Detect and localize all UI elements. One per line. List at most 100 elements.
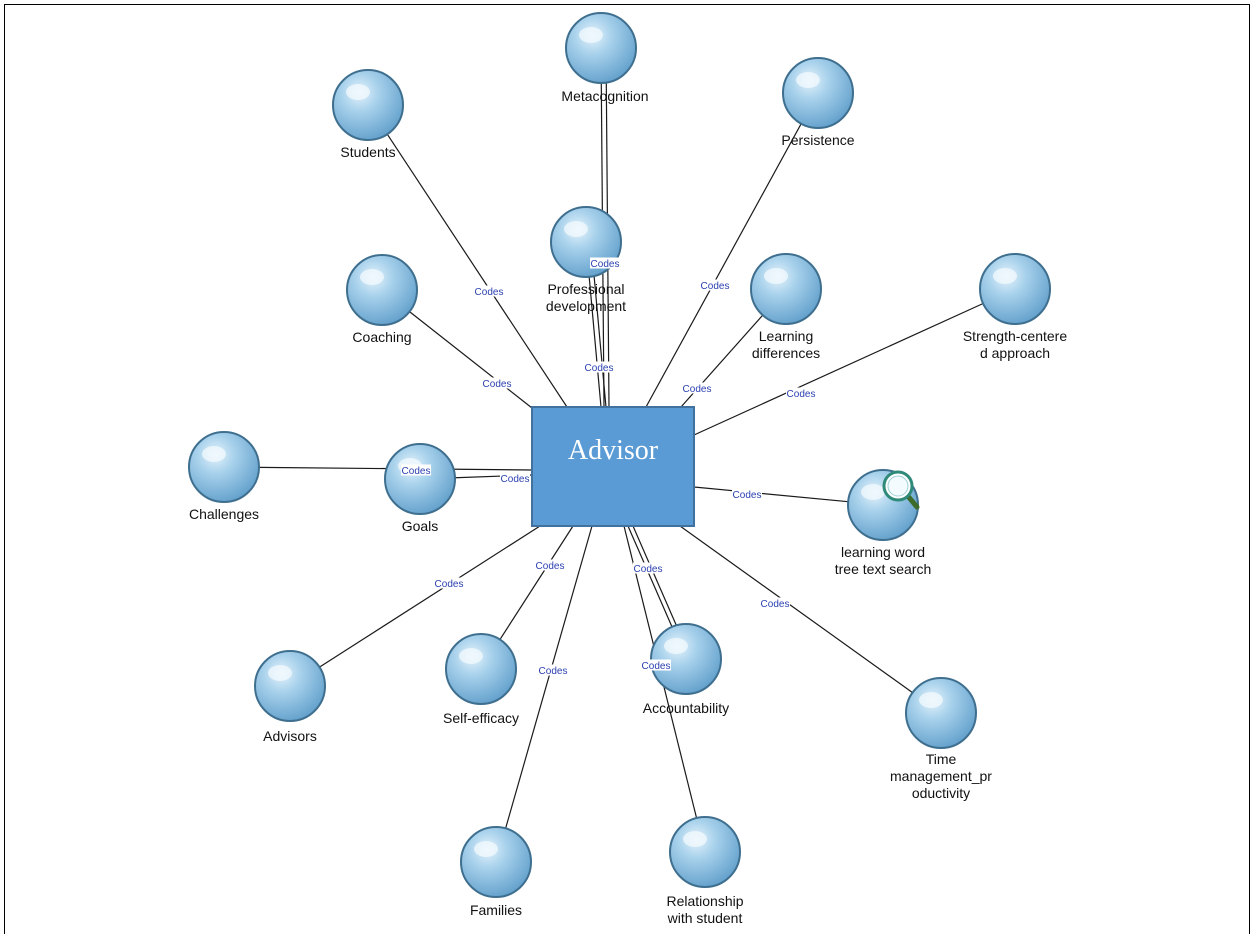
- node-label-line: Self-efficacy: [443, 710, 519, 726]
- node-self-efficacy[interactable]: Self-efficacy: [443, 633, 519, 726]
- node-label-line: Persistence: [781, 132, 854, 148]
- edge-students: [386, 133, 568, 408]
- node-label-line: Challenges: [189, 506, 259, 522]
- node-ball-icon[interactable]: [445, 633, 517, 705]
- node-highlight: [474, 841, 498, 857]
- node-label-line: Professional: [547, 281, 624, 297]
- node-label: Coaching: [352, 329, 411, 345]
- edge-label-codes: Codes: [642, 661, 671, 672]
- edge-label-codes: Codes: [733, 490, 762, 501]
- node-ball-icon[interactable]: [254, 650, 326, 722]
- node-goals[interactable]: Goals: [384, 443, 456, 534]
- node-label-line: Strength-centere: [963, 328, 1067, 344]
- node-label-line: with student: [667, 910, 743, 926]
- edge-label-codes: Codes: [475, 287, 504, 298]
- node-label-line: Goals: [402, 518, 439, 534]
- node-ball-icon[interactable]: [979, 253, 1051, 325]
- node-highlight: [268, 665, 292, 681]
- edge-label-background: [474, 285, 504, 297]
- node-ball-icon[interactable]: [905, 677, 977, 749]
- node-persistence[interactable]: Persistence: [781, 57, 855, 148]
- edge-label-background: [401, 464, 431, 476]
- node-label: Accountability: [643, 700, 729, 716]
- node-coaching[interactable]: Coaching: [346, 254, 418, 345]
- center-node-advisor[interactable]: [531, 406, 695, 527]
- node-metacognition[interactable]: Metacognition: [561, 12, 649, 104]
- node-label-line: Advisors: [263, 728, 317, 744]
- edge-label-background: [590, 257, 620, 269]
- node-ball-icon[interactable]: [384, 443, 456, 515]
- node-label: Goals: [402, 518, 439, 534]
- edge-label-codes: Codes: [585, 363, 614, 374]
- edge-label-background: [535, 559, 565, 571]
- edge-accountability: [627, 525, 673, 628]
- edge-accountability-secondary: [632, 525, 678, 628]
- edge-coaching: [409, 311, 533, 409]
- edge-label-codes: Codes: [683, 384, 712, 395]
- edge-label-codes: Codes: [435, 579, 464, 590]
- node-label-line: Learning: [759, 328, 814, 344]
- node-label: Advisors: [263, 728, 317, 744]
- edge-label-background: [732, 488, 762, 500]
- edge-label-background: [641, 659, 671, 671]
- edge-label-codes: Codes: [761, 599, 790, 610]
- node-challenges[interactable]: Challenges: [188, 431, 260, 522]
- node-label-line: management_pr: [890, 768, 992, 784]
- node-highlight: [919, 692, 943, 708]
- node-ball-icon[interactable]: [188, 431, 260, 503]
- node-label: Challenges: [189, 506, 259, 522]
- node-label-line: learning word: [841, 544, 925, 560]
- edge-label-background: [482, 377, 512, 389]
- edge-label-background: [760, 597, 790, 609]
- node-label-line: Time: [926, 751, 957, 767]
- node-label-line: Accountability: [643, 700, 729, 716]
- edge-label-codes: Codes: [634, 564, 663, 575]
- node-ball-icon[interactable]: [346, 254, 418, 326]
- node-ball-icon[interactable]: [460, 826, 532, 898]
- node-ball-icon[interactable]: [650, 623, 722, 695]
- node-families[interactable]: Families: [460, 826, 532, 918]
- node-label: Students: [340, 144, 395, 160]
- node-highlight: [564, 221, 588, 237]
- node-highlight: [579, 27, 603, 43]
- node-highlight: [346, 84, 370, 100]
- node-label-line: development: [546, 298, 626, 314]
- center-layer: Advisor: [531, 406, 695, 527]
- edge-time-management-productivity: [679, 525, 913, 694]
- node-highlight: [664, 638, 688, 654]
- edge-label-codes: Codes: [787, 389, 816, 400]
- edge-self-efficacy: [499, 525, 574, 640]
- node-accountability[interactable]: Accountability: [643, 623, 729, 716]
- edge-advisors: [319, 525, 541, 668]
- node-ball-icon[interactable]: [782, 57, 854, 129]
- node-ball-icon[interactable]: [565, 12, 637, 84]
- node-ball-icon[interactable]: [750, 253, 822, 325]
- node-ball-icon[interactable]: [332, 69, 404, 141]
- node-ball-icon[interactable]: [669, 816, 741, 888]
- edge-label-background: [584, 361, 614, 373]
- node-students[interactable]: Students: [332, 69, 404, 160]
- edge-label-codes: Codes: [402, 466, 431, 477]
- node-highlight: [459, 648, 483, 664]
- node-label: Families: [470, 902, 522, 918]
- edge-learning-word-tree-text-search: [693, 486, 849, 503]
- node-highlight: [683, 831, 707, 847]
- edge-label-background: [682, 382, 712, 394]
- node-highlight: [202, 446, 226, 462]
- node-highlight: [796, 72, 820, 88]
- node-advisors[interactable]: Advisors: [254, 650, 326, 744]
- node-label-line: Students: [340, 144, 395, 160]
- diagram-frame: [4, 4, 1250, 934]
- node-highlight: [993, 268, 1017, 284]
